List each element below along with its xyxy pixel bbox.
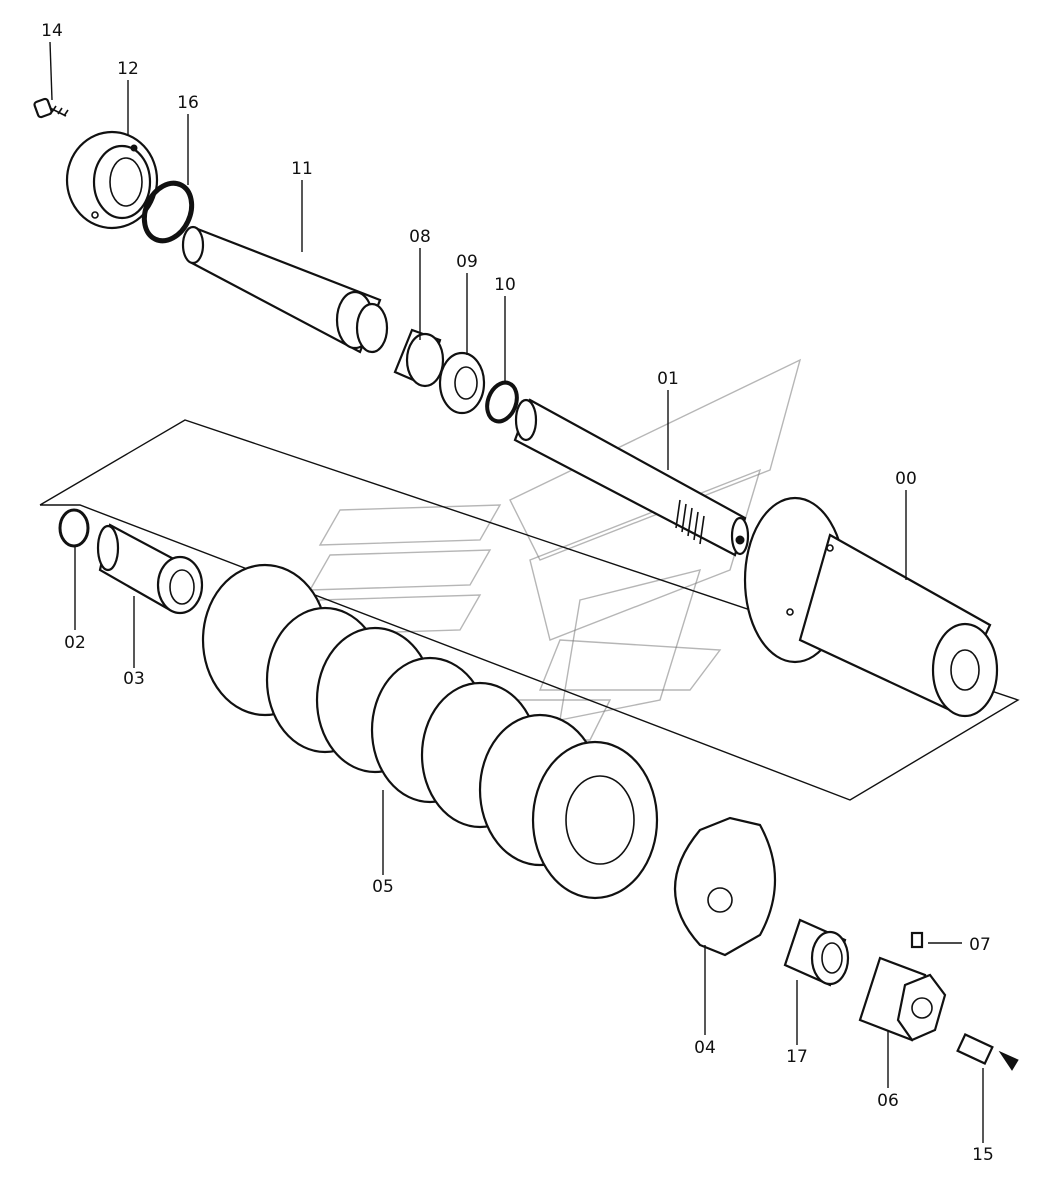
callout-16: 16 xyxy=(177,93,199,113)
callout-02: 02 xyxy=(64,633,86,653)
part-14-bolt xyxy=(33,97,69,119)
part-05-spring xyxy=(201,563,659,900)
part-12-flange xyxy=(65,130,159,230)
part-04-plate xyxy=(673,816,776,957)
callout-05: 05 xyxy=(372,877,394,897)
callout-03: 03 xyxy=(123,669,145,689)
callout-15: 15 xyxy=(972,1145,994,1165)
callout-07: 07 xyxy=(969,935,991,955)
part-16-o-ring xyxy=(141,180,195,244)
part-10-snap-ring xyxy=(485,380,519,424)
part-02-o-ring xyxy=(58,508,90,548)
callout-01: 01 xyxy=(657,369,679,389)
callout-06: 06 xyxy=(877,1091,899,1111)
part-00-cylinder xyxy=(743,496,999,718)
part-11-sleeve xyxy=(181,225,389,354)
assembly-frame xyxy=(39,419,1020,801)
part-01-rod xyxy=(513,398,750,557)
callout-00: 00 xyxy=(895,469,917,489)
part-15-valve xyxy=(956,1033,1019,1071)
part-06-nut xyxy=(858,956,947,1042)
callout-08: 08 xyxy=(409,227,431,247)
callout-09: 09 xyxy=(456,252,478,272)
callout-04: 04 xyxy=(694,1038,716,1058)
callout-10: 10 xyxy=(494,275,516,295)
callout-11: 11 xyxy=(291,159,313,179)
part-08-bushing xyxy=(393,328,445,388)
part-03-spacer xyxy=(96,523,204,615)
callout-17: 17 xyxy=(786,1047,808,1067)
part-17-bushing xyxy=(783,918,850,987)
part-07-fitting xyxy=(910,931,924,949)
callout-14: 14 xyxy=(41,21,63,41)
callout-12: 12 xyxy=(117,59,139,79)
leader-lines xyxy=(49,41,984,1143)
part-09-seal xyxy=(438,351,486,415)
